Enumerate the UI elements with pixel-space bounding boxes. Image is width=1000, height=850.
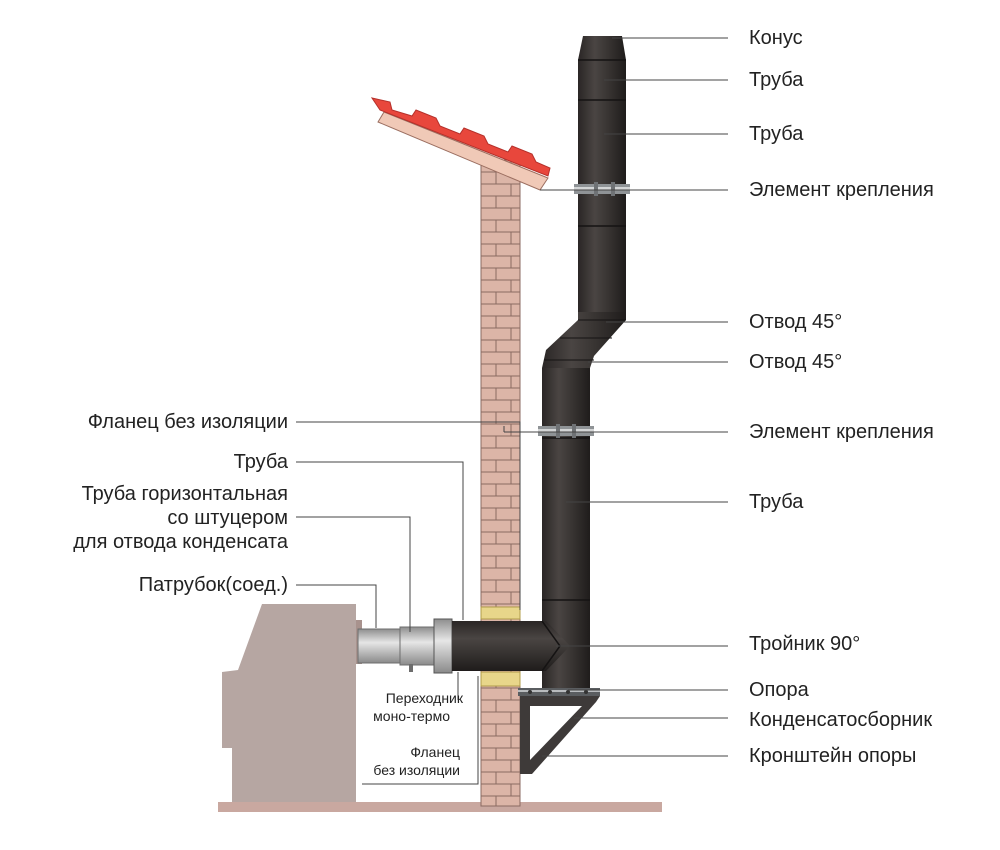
label-nozzle: Патрубок(соед.) [138, 574, 288, 596]
offset-elbows [542, 312, 626, 368]
brick-wall [480, 159, 521, 807]
label-adapter-l2: моно-термо [373, 708, 450, 724]
label-cone: Конус [749, 27, 803, 49]
label-condensate: Конденсатосборник [749, 709, 933, 731]
support-bracket [520, 696, 600, 774]
support-plate [518, 688, 600, 696]
upper-pipe [578, 36, 626, 312]
floor [218, 802, 662, 812]
label-tee: Тройник 90° [749, 633, 861, 655]
label-flange-small-l1: Фланец [410, 744, 460, 760]
label-flange-small-l2: без изоляции [373, 762, 460, 778]
label-elbow2: Отвод 45° [749, 351, 843, 373]
label-horizontal-pipe-l2: со штуцером [167, 507, 288, 529]
label-pipe-top2: Труба [749, 123, 804, 145]
label-horizontal-pipe-l1: Труба горизонтальная [81, 483, 288, 505]
tee-branch [452, 621, 570, 671]
top-mount-clamp [574, 182, 630, 196]
nozzle [357, 628, 403, 664]
roof [370, 97, 551, 191]
label-pipe-mid: Труба [749, 491, 804, 513]
horizontal-pipe [399, 626, 437, 666]
label-support: Опора [749, 679, 809, 701]
leader-lines [296, 37, 728, 785]
label-flange: Фланец без изоляции [87, 411, 288, 433]
label-bracket: Кронштейн опоры [749, 745, 917, 767]
insulation-top [480, 606, 521, 620]
mid-mount-clamp [538, 424, 594, 438]
label-mount-top: Элемент крепления [749, 179, 934, 201]
adapter [433, 618, 453, 674]
boiler [222, 604, 362, 802]
insulation-bottom [480, 671, 521, 687]
horizontal-flue [357, 618, 570, 674]
label-elbow1: Отвод 45° [749, 311, 843, 333]
label-pipe-left: Труба [233, 451, 288, 473]
label-pipe-top1: Труба [749, 69, 804, 91]
label-mount-mid: Элемент крепления [749, 421, 934, 443]
label-horizontal-pipe-l3: для отвода конденсата [73, 531, 288, 553]
label-adapter-l1: Переходник [385, 690, 463, 706]
